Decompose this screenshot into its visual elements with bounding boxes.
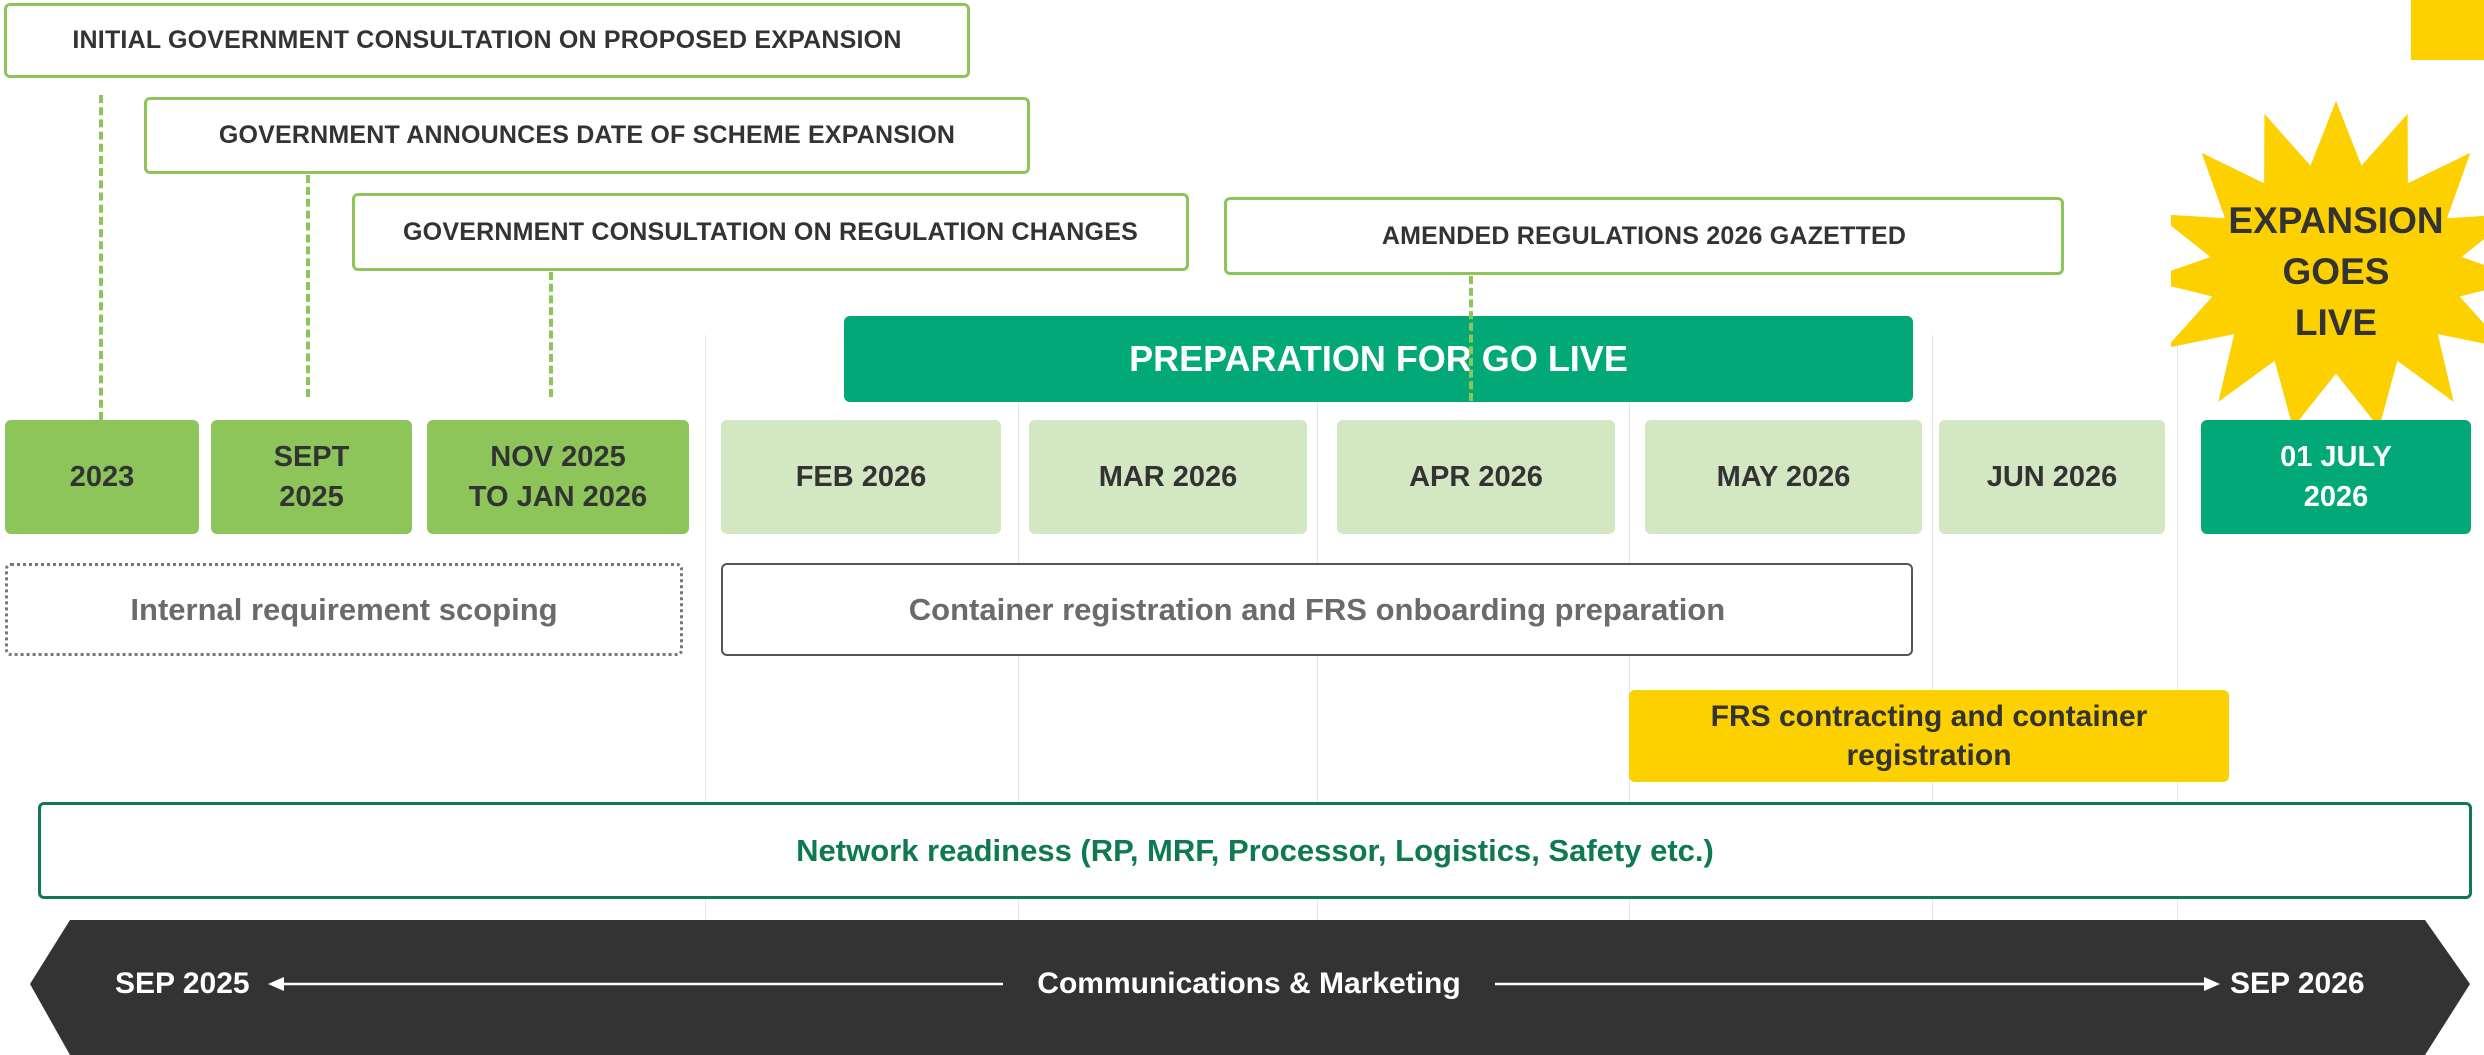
annotation-label: GOVERNMENT CONSULTATION ON REGULATION CH… [403, 217, 1138, 246]
milestone-label: MAY 2026 [1716, 461, 1851, 493]
milestone-nov-2025-jan-2026: NOV 2025 TO JAN 2026 [427, 420, 689, 534]
logo [2411, 0, 2484, 60]
banner-shape [30, 920, 2470, 1055]
connector-announces-date [306, 175, 310, 397]
milestone-jun-2026: JUN 2026 [1939, 420, 2165, 534]
milestone-mar-2026: MAR 2026 [1029, 420, 1307, 534]
milestone-sept-2025: SEPT 2025 [211, 420, 412, 534]
milestone-label: MAR 2026 [1098, 461, 1238, 493]
milestone-label: 01 JULY [2280, 441, 2392, 473]
expansion-line: LIVE [2294, 302, 2378, 343]
expansion-line: EXPANSION [2228, 200, 2444, 241]
communications-banner [30, 920, 2470, 1055]
annotation-label: GOVERNMENT ANNOUNCES DATE OF SCHEME EXPA… [218, 121, 956, 149]
milestone-may-2026: MAY 2026 [1645, 420, 1922, 534]
grid-line [1932, 335, 1933, 920]
grid-line [705, 335, 706, 920]
communications-start: SEP 2025 [115, 964, 250, 1004]
workstream-label: FRS contracting and container [1710, 700, 2148, 733]
workstream-label: Container registration and FRS onboardin… [908, 591, 1726, 627]
preparation-bar-label: PREPARATION FOR GO LIVE [1129, 338, 1628, 379]
communications-end: SEP 2026 [2230, 964, 2365, 1004]
workstream-label: Network readiness (RP, MRF, Processor, L… [796, 832, 1714, 868]
starburst-icon [2171, 101, 2484, 426]
annotation-regulations-gazetted: AMENDED REGULATIONS 2026 GAZETTED [1224, 197, 2064, 275]
annotation-label: INITIAL GOVERNMENT CONSULTATION ON PROPO… [72, 26, 902, 54]
workstream-internal-scoping: Internal requirement scoping [5, 563, 683, 656]
milestone-label: TO JAN 2026 [468, 481, 648, 513]
workstream-label: Internal requirement scoping [130, 591, 558, 627]
milestone-feb-2026: FEB 2026 [721, 420, 1001, 534]
milestone-label: JUN 2026 [1986, 461, 2118, 493]
grid-line [2177, 335, 2178, 920]
communications-start-label: SEP 2025 [115, 967, 250, 1000]
annotation-label: AMENDED REGULATIONS 2026 GAZETTED [1381, 221, 1907, 250]
preparation-bar: PREPARATION FOR GO LIVE [844, 316, 1913, 402]
arrow-right-icon [2204, 977, 2220, 991]
expansion-badge: EXPANSION GOES LIVE [2186, 195, 2484, 355]
annotation-initial-consultation: INITIAL GOVERNMENT CONSULTATION ON PROPO… [4, 3, 970, 78]
communications-end-label: SEP 2026 [2230, 967, 2365, 1000]
arrow-left-icon [268, 977, 284, 991]
starburst-shape [2171, 101, 2484, 426]
annotation-announces-date: GOVERNMENT ANNOUNCES DATE OF SCHEME EXPA… [144, 97, 1030, 174]
communications-label: Communications & Marketing [1003, 964, 1495, 1004]
milestone-label: NOV 2025 [490, 441, 626, 473]
milestone-label: SEPT [273, 441, 350, 473]
milestone-label: 2023 [69, 461, 135, 493]
workstream-frs-contracting: FRS contracting and container registrati… [1629, 690, 2229, 782]
connector-regulation-consultation [549, 272, 553, 397]
milestone-2023: 2023 [5, 420, 199, 534]
connector-regulations-gazetted [1469, 276, 1473, 401]
milestone-label: APR 2026 [1409, 461, 1543, 493]
workstream-label: registration [1846, 739, 2012, 772]
workstream-container-registration: Container registration and FRS onboardin… [721, 563, 1913, 656]
connector-initial-consultation [99, 95, 103, 420]
milestone-label: 2025 [279, 481, 344, 513]
annotation-regulation-consultation: GOVERNMENT CONSULTATION ON REGULATION CH… [352, 193, 1189, 271]
milestone-apr-2026: APR 2026 [1337, 420, 1615, 534]
workstream-network-readiness: Network readiness (RP, MRF, Processor, L… [38, 802, 2472, 899]
milestone-label: FEB 2026 [795, 461, 927, 493]
communications-title: Communications & Marketing [1037, 967, 1461, 1000]
milestone-label: 2026 [2303, 481, 2369, 513]
expansion-line: GOES [2282, 251, 2390, 292]
milestone-01-july-2026: 01 JULY 2026 [2201, 420, 2471, 534]
